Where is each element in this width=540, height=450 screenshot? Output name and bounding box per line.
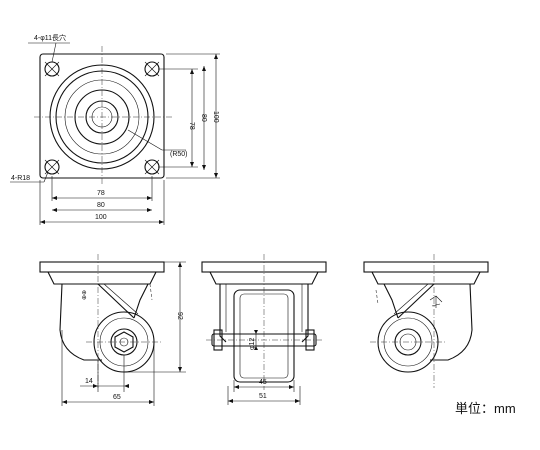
slot-note: 4-R18 xyxy=(11,175,30,182)
dim-wheel-width: 45 xyxy=(259,379,267,386)
dim-80-vertical: 80 xyxy=(200,114,207,122)
dim-overall: 51 xyxy=(259,393,267,400)
side-top-plate xyxy=(39,261,165,273)
dim-100-horizontal: 100 xyxy=(95,214,107,221)
unit-label: 単位：mm xyxy=(455,401,516,416)
dim-78-horizontal: 78 xyxy=(97,190,105,197)
top-view: 4-φ11長穴 4-R18 (R50) 78 80 100 xyxy=(10,33,220,225)
dim-height: 92 xyxy=(176,312,183,320)
dim-width: 65 xyxy=(113,394,121,401)
dim-offset: 14 xyxy=(85,378,93,385)
dim-axle: φ12 xyxy=(249,338,256,350)
dim-80-horizontal: 80 xyxy=(97,202,105,209)
front-view: φ12 45 51 xyxy=(201,254,327,405)
hole-note: 4-φ11長穴 xyxy=(34,33,66,42)
brand-emblem-icon xyxy=(429,295,443,308)
right-side-view xyxy=(363,254,489,388)
swivel-body-circles xyxy=(49,64,155,170)
side-view: ⊕⊕ 92 14 65 xyxy=(39,254,186,406)
horizontal-dimensions: 78 80 100 xyxy=(39,176,165,225)
svg-text:⊕⊕: ⊕⊕ xyxy=(82,290,88,300)
vertical-dimensions: 78 80 100 xyxy=(158,53,220,179)
dim-100-vertical: 100 xyxy=(212,111,219,123)
dim-78-vertical: 78 xyxy=(188,122,195,130)
radius-label: (R50) xyxy=(170,151,188,158)
